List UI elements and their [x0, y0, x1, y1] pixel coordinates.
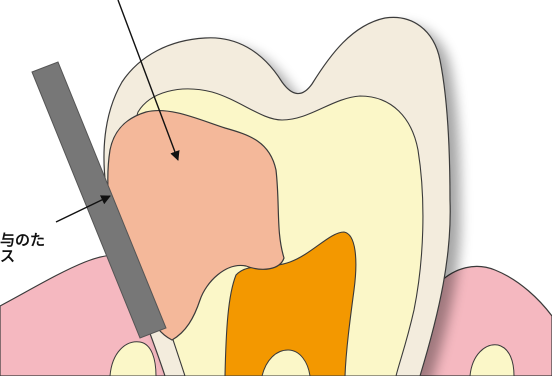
label-line-2: ス [0, 247, 15, 265]
